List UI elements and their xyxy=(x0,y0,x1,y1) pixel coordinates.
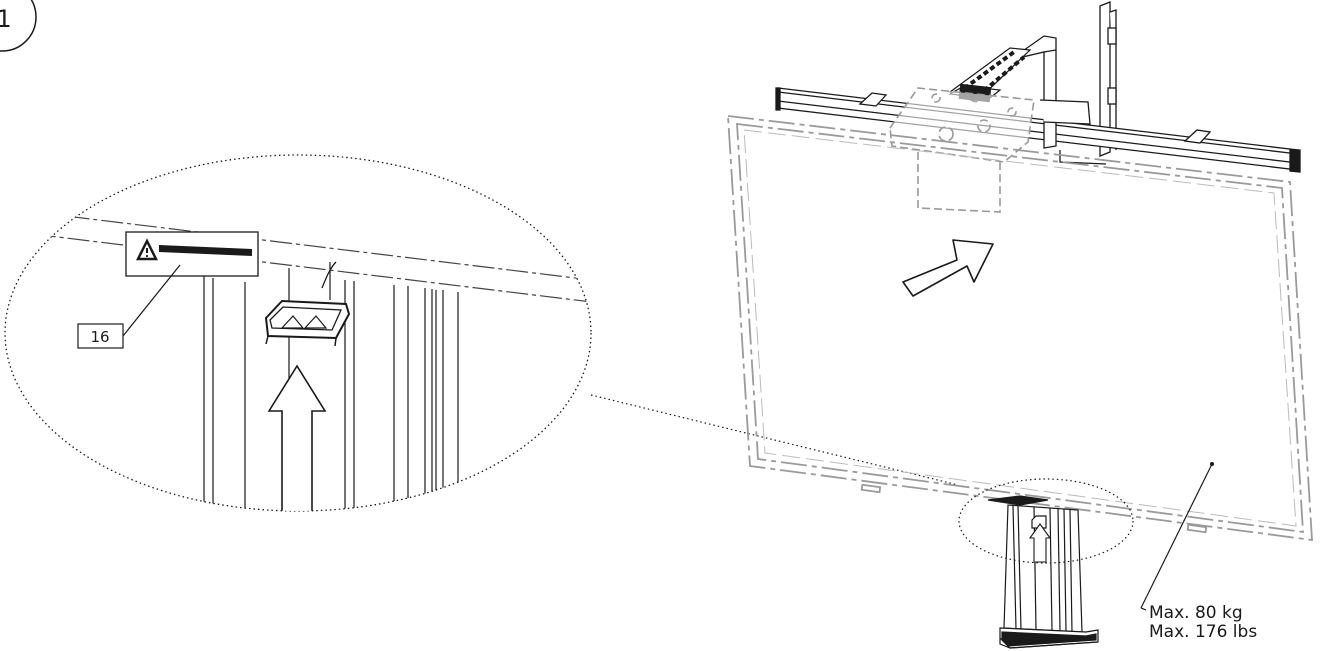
cable-detail xyxy=(321,261,337,289)
main-assembly xyxy=(727,1,1313,649)
detail-locator-ellipse xyxy=(958,478,1134,564)
release-handle-detail xyxy=(264,299,351,347)
screen-edge-detail xyxy=(5,207,591,304)
step-number: 1 xyxy=(0,5,12,33)
warning-triangle-icon xyxy=(135,238,159,261)
detail-magnifier: 16 xyxy=(4,154,592,512)
arrow-up-icon xyxy=(267,364,327,511)
arrow-up-right-icon xyxy=(902,239,994,297)
screen-frame-ghost xyxy=(727,114,1313,542)
max-load-label: Max. 80 kg Max. 176 lbs xyxy=(1149,603,1257,642)
max-load-leader xyxy=(1140,462,1214,611)
callout-number: 16 xyxy=(90,328,109,346)
floor-column xyxy=(987,495,1099,649)
support-bracket xyxy=(1009,35,1107,165)
vertical-rail xyxy=(1099,1,1117,157)
mount-plate-ghost xyxy=(889,87,1035,213)
max-load-kg: Max. 80 kg xyxy=(1149,603,1243,623)
step-indicator: 1 xyxy=(0,0,37,52)
callout-16: 16 xyxy=(77,264,181,349)
max-load-lbs: Max. 176 lbs xyxy=(1149,622,1257,642)
warning-label xyxy=(125,231,259,277)
detail-content xyxy=(5,207,591,511)
